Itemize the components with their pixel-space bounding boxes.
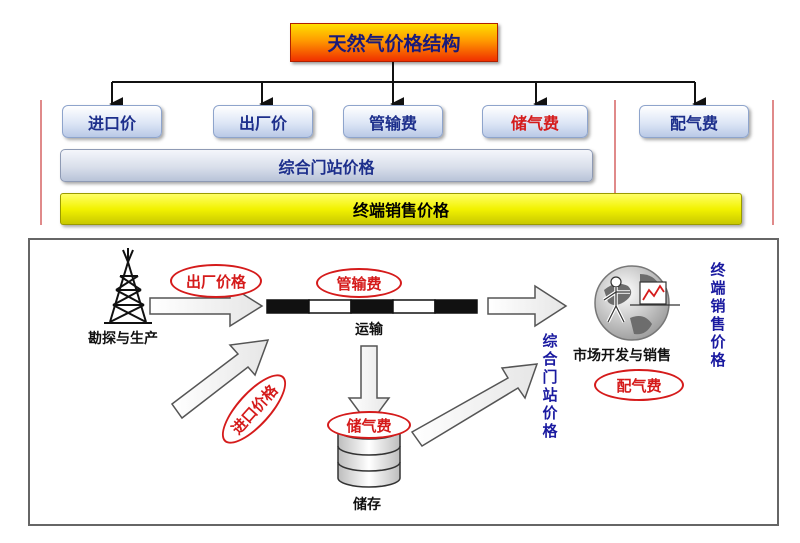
distribution-fee-oval: 配气费	[594, 369, 684, 401]
ex-factory-price-box: 出厂价	[213, 105, 313, 138]
pipeline-fee-box: 管输费	[343, 105, 443, 138]
arrow-import-to-transport	[170, 339, 270, 420]
pipeline-bar	[266, 299, 478, 314]
title-box: 天然气价格结构	[290, 23, 498, 62]
terminal-price-vertical: 终端销售价格	[710, 261, 726, 369]
exploration-production-label: 勘探与生产	[88, 331, 158, 347]
storage-label: 储存	[353, 497, 381, 513]
pipeline-fee-oval-text: 管输费	[336, 274, 382, 293]
globe-market-icon	[594, 265, 680, 341]
divider-middle	[614, 100, 616, 225]
storage-fee-oval: 储气费	[327, 411, 411, 439]
storage-fee-box: 储气费	[482, 105, 588, 138]
terminal-price-bar: 终端销售价格	[60, 193, 742, 225]
pipeline-fee-label: 管输费	[368, 113, 417, 133]
oil-derrick-icon	[104, 248, 152, 324]
tree-connectors	[109, 62, 707, 110]
transport-label: 运输	[355, 322, 383, 338]
distribution-fee-box: 配气费	[639, 105, 749, 138]
market-sales-label: 市场开发与销售	[573, 348, 671, 364]
flow-diagram-frame	[28, 238, 779, 526]
import-price-box: 进口价	[62, 105, 162, 138]
storage-fee-oval-text: 储气费	[346, 416, 392, 435]
ex-factory-price-label: 出厂价	[238, 113, 287, 133]
arrow-storage-to-market	[410, 363, 539, 448]
city-gate-price-vertical: 综合门站价格	[542, 332, 558, 440]
divider-left	[40, 100, 42, 225]
distribution-fee-label: 配气费	[669, 113, 718, 133]
import-price-label: 进口价	[87, 113, 136, 133]
ex-factory-price-oval: 出厂价格	[170, 264, 262, 298]
storage-fee-label: 储气费	[510, 113, 559, 133]
arrow-transport-to-market	[487, 284, 568, 328]
title-text: 天然气价格结构	[327, 33, 461, 55]
divider-right	[772, 100, 774, 225]
ex-factory-price-oval-text: 出厂价格	[185, 272, 246, 291]
terminal-price-label: 终端销售价格	[352, 201, 449, 220]
pipeline-fee-oval: 管输费	[316, 268, 402, 298]
city-gate-price-label: 综合门站价格	[278, 157, 375, 177]
city-gate-price-bar: 综合门站价格	[60, 149, 593, 182]
distribution-fee-oval-text: 配气费	[616, 376, 662, 395]
